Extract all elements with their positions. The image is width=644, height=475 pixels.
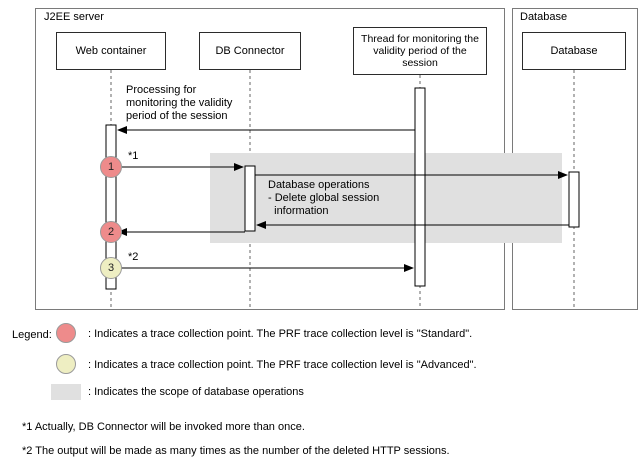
legend-advanced-trace-point-icon bbox=[56, 354, 76, 374]
db-connector-activation-bar bbox=[244, 165, 256, 232]
database-box: Database bbox=[522, 32, 626, 70]
footnote-1: *1 Actually, DB Connector will be invoke… bbox=[22, 421, 305, 433]
j2ee-server-label: J2EE server bbox=[44, 11, 104, 23]
database-operations-label: Database operations - Delete global sess… bbox=[268, 179, 380, 217]
processing-message-label: Processing for monitoring the validity p… bbox=[126, 84, 233, 122]
legend-title: Legend: bbox=[12, 329, 52, 341]
footnote2-ref-label: *2 bbox=[128, 251, 139, 263]
legend-item-standard: : Indicates a trace collection point. Th… bbox=[88, 328, 473, 340]
legend-database-scope-icon bbox=[51, 384, 81, 400]
trace-point-1: 1 bbox=[100, 156, 122, 178]
trace-point-3: 3 bbox=[100, 257, 122, 279]
legend-item-advanced: : Indicates a trace collection point. Th… bbox=[88, 359, 477, 371]
web-container-activation-bar bbox=[105, 124, 117, 290]
db-connector-box: DB Connector bbox=[199, 32, 301, 70]
footnote1-ref-label: *1 bbox=[128, 150, 139, 162]
legend-item-scope: : Indicates the scope of database operat… bbox=[88, 386, 304, 398]
database-operations-scope bbox=[210, 153, 562, 243]
footnote-2: *2 The output will be made as many times… bbox=[22, 445, 450, 457]
database-activation-bar bbox=[568, 171, 580, 228]
thread-box: Thread for monitoring the validity perio… bbox=[353, 27, 487, 75]
trace-point-2: 2 bbox=[100, 221, 122, 243]
database-group-label: Database bbox=[520, 11, 568, 23]
web-container-box: Web container bbox=[56, 32, 166, 70]
thread-activation-bar bbox=[414, 87, 426, 287]
legend-standard-trace-point-icon bbox=[56, 323, 76, 343]
